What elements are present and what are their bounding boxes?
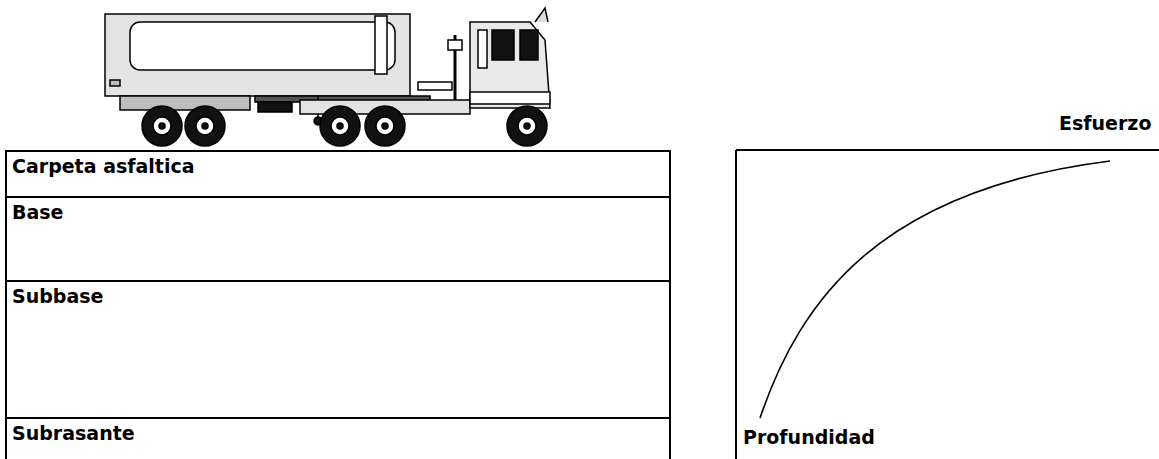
cab-window [492, 30, 514, 60]
layer-name: Subrasante [12, 422, 135, 445]
air-horn [535, 8, 548, 22]
trailer-light [110, 80, 120, 86]
stress-curve [760, 161, 1110, 418]
pavement-layer: Subbase [5, 280, 671, 419]
cab-door-rail [478, 30, 487, 68]
pavement-layer: Base [5, 196, 671, 282]
stress-axis [736, 149, 1159, 151]
tank [258, 102, 292, 112]
cab [470, 22, 550, 108]
windshield [520, 30, 538, 60]
trailer-body [105, 14, 410, 96]
hoses [418, 82, 452, 90]
pavement-layer: Carpeta asfaltica [5, 150, 671, 198]
layer-name: Subbase [12, 285, 103, 308]
axis-label: Profundidad [741, 426, 877, 449]
truck [105, 8, 550, 146]
stress-graph [736, 150, 1159, 459]
cab-step [470, 92, 550, 104]
exhaust-guard [448, 40, 462, 50]
pavement-layer: Subrasante [5, 417, 671, 459]
trailer-unit [375, 16, 387, 74]
trailer-chassis [120, 96, 250, 110]
wheels [142, 106, 547, 146]
layer-name: Base [12, 201, 64, 224]
layer-name: Carpeta asfaltica [12, 155, 195, 178]
depth-axis [735, 150, 737, 459]
axis-label: Esfuerzo [1057, 112, 1153, 135]
trailer-panel [130, 22, 395, 70]
